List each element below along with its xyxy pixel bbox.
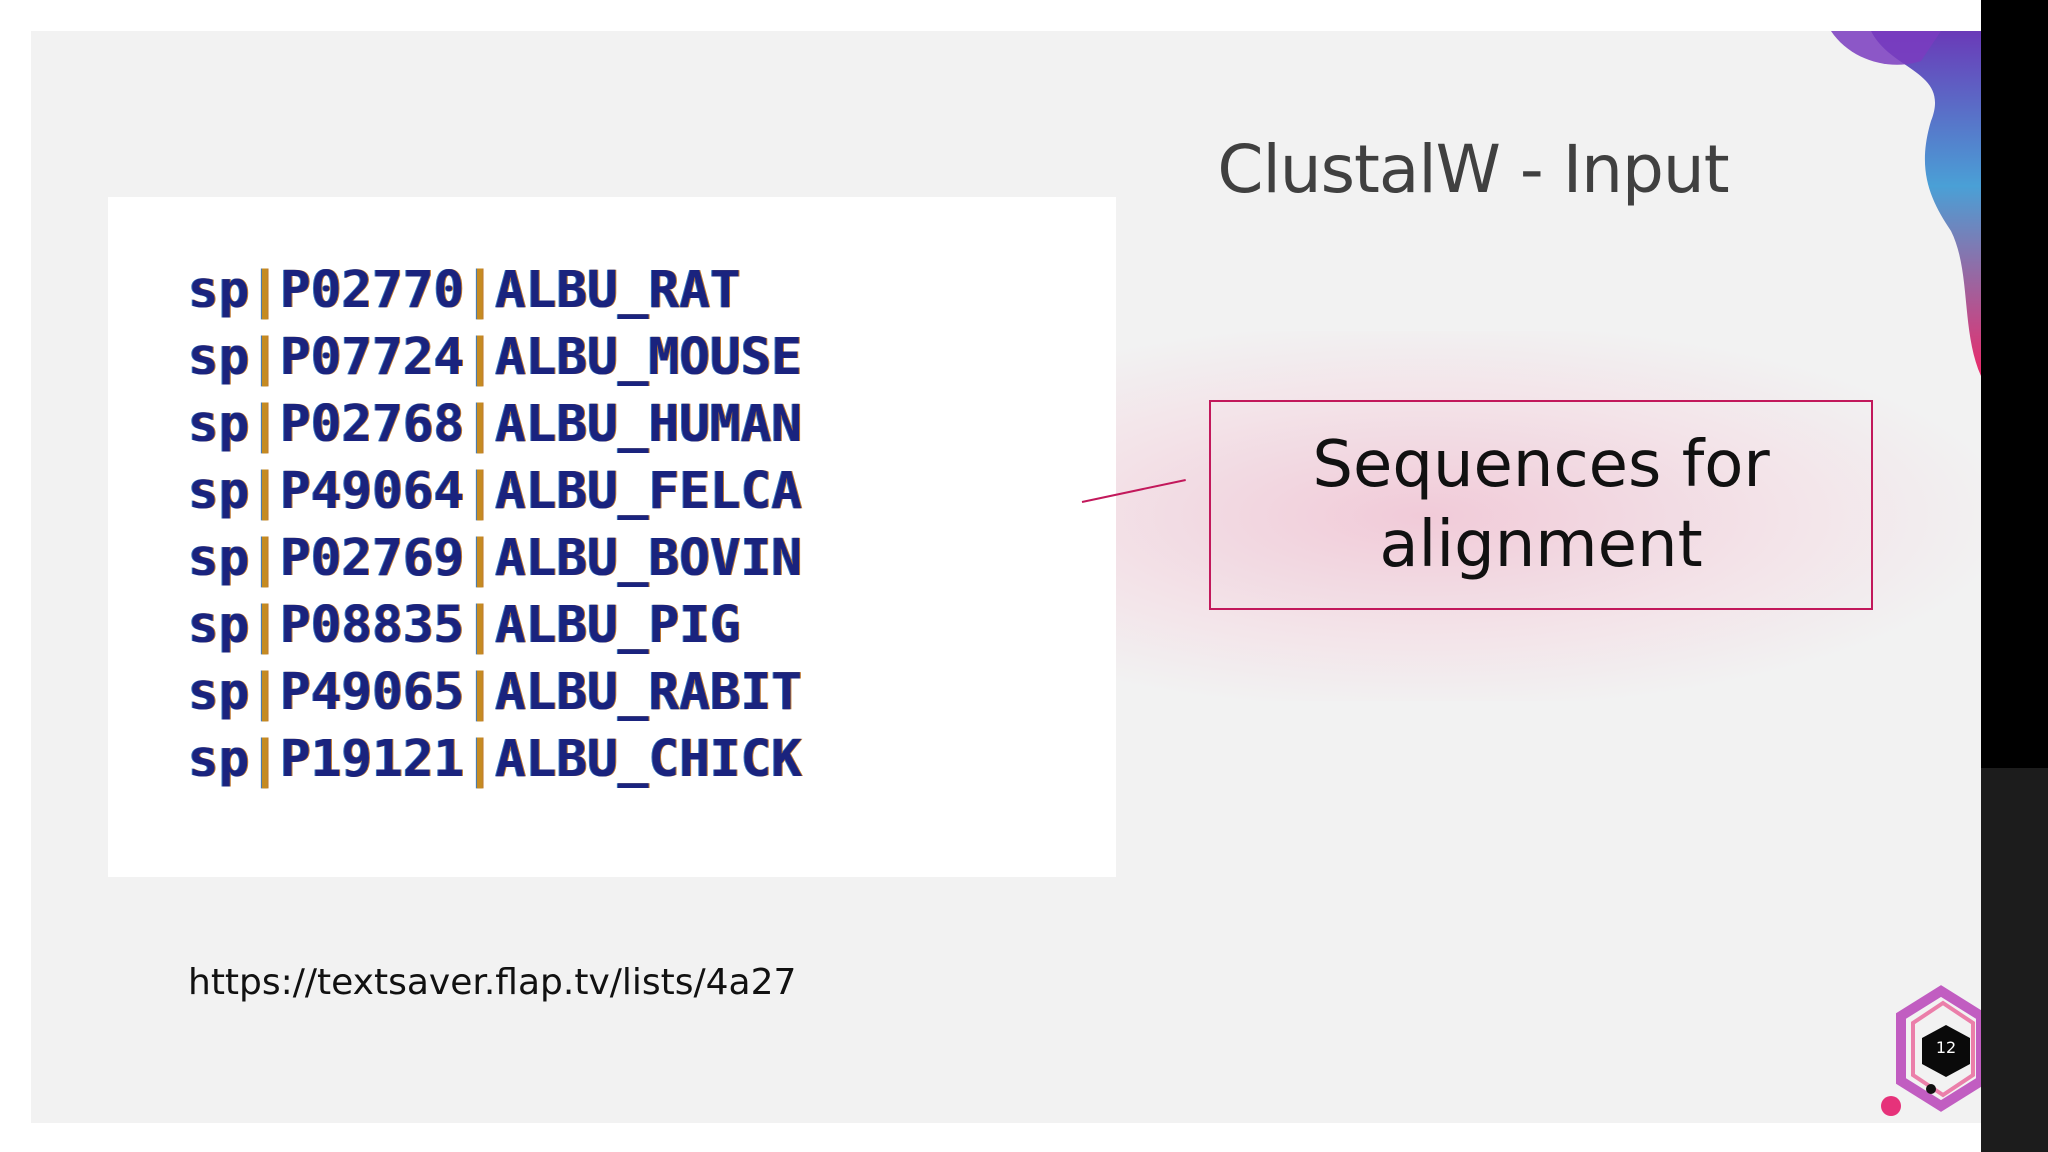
presenter-sidebar <box>1981 0 2048 1152</box>
presenter-sidebar-lower <box>1981 768 2048 1152</box>
sequence-row: sp|P08835|ALBU_PIG <box>188 596 741 655</box>
sequence-row: sp|P49065|ALBU_RABIT <box>188 663 803 722</box>
callout-text: Sequences for alignment <box>1312 428 1770 582</box>
hexagon-ring-icon <box>1881 985 1981 1116</box>
gradient-wave-icon <box>1831 31 1981 376</box>
slide: ClustalW - Input sp|P02770|ALBU_RAT sp|P… <box>31 31 1981 1123</box>
page-number: 12 <box>1935 1038 1957 1057</box>
callout-box: Sequences for alignment <box>1209 400 1873 610</box>
hexagon-icon <box>1922 1025 1970 1077</box>
sequence-list-image: sp|P02770|ALBU_RAT sp|P07724|ALBU_MOUSE … <box>108 197 1116 877</box>
sequence-row: sp|P49064|ALBU_FELCA <box>188 462 803 521</box>
sequence-row: sp|P02770|ALBU_RAT <box>188 261 741 320</box>
callout-glow <box>1051 331 1981 701</box>
sequence-row: sp|P07724|ALBU_MOUSE <box>188 328 803 387</box>
sequence-row: sp|P19121|ALBU_CHICK <box>188 730 803 789</box>
sequence-row: sp|P02769|ALBU_BOVIN <box>188 529 803 588</box>
sequence-row: sp|P02768|ALBU_HUMAN <box>188 395 803 454</box>
slide-title: ClustalW - Input <box>1217 131 1729 208</box>
source-url-link[interactable]: https://textsaver.flap.tv/lists/4a27 <box>188 962 797 1003</box>
